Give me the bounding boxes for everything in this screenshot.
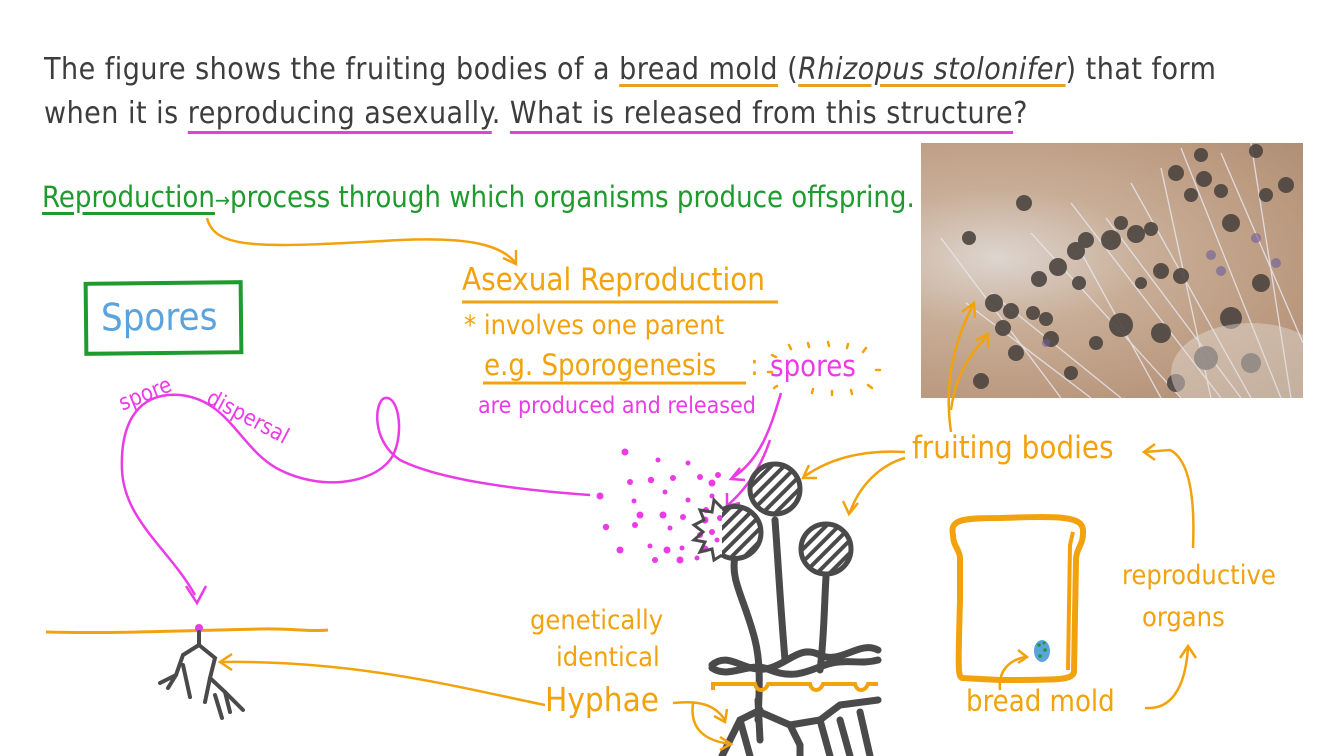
sporangia-photo-illustration <box>940 143 1303 398</box>
question-text: when it is <box>44 96 188 131</box>
reproductive-label: reproductive <box>1122 560 1276 591</box>
organs-label: organs <box>1142 602 1225 633</box>
produced-released-label: are produced and released <box>478 393 756 419</box>
question-mark: ? <box>1013 96 1028 131</box>
question-ask: What is released from this structure <box>509 96 1014 131</box>
punct: . <box>491 96 510 131</box>
colon: : <box>750 348 759 382</box>
definition-text: process through which organisms produce … <box>230 180 915 214</box>
identical-label: identical <box>556 642 660 673</box>
paren: ( <box>778 52 799 87</box>
sporogenesis-example: e.g. Sporogenesis <box>484 348 717 382</box>
hyphae-label: Hyphae <box>545 680 660 719</box>
question-text: The figure shows the fruiting bodies of … <box>44 52 620 87</box>
bread-slice-icon <box>949 514 1087 691</box>
asexual-title: Asexual Reproduction <box>462 262 765 298</box>
definition-term: Reproduction <box>42 180 215 214</box>
keyword-species: Rhizopus stolonifer <box>798 52 1066 87</box>
bread-mold-label: bread mold <box>966 684 1115 718</box>
fruiting-bodies-label: fruiting bodies <box>912 430 1114 466</box>
arrow-icon: → <box>214 188 230 212</box>
released-spores <box>596 448 723 564</box>
ground-line <box>45 627 329 635</box>
spores-label: spores <box>770 349 856 383</box>
new-hyphae <box>158 630 245 720</box>
sporangium <box>798 521 854 577</box>
answer-box: Spores <box>83 280 244 356</box>
asexual-point: * involves one parent <box>464 310 725 341</box>
arrow-reproduction-to-asexual <box>205 217 516 263</box>
mold-spot <box>1034 640 1050 662</box>
definition: Reproduction→process through which organ… <box>42 180 915 214</box>
genetically-label: genetically <box>530 605 664 636</box>
landed-spore <box>195 624 203 632</box>
sporangium <box>747 461 803 517</box>
question-line-2: when it is reproducing asexually. What i… <box>44 96 1028 131</box>
fruiting-bodies-photo <box>921 143 1303 398</box>
question-line-1: The figure shows the fruiting bodies of … <box>44 52 1216 87</box>
keyword-reproducing-asexually: reproducing asexually <box>187 96 492 131</box>
keyword-bread-mold: bread mold <box>619 52 779 87</box>
question-text: ) that form <box>1065 52 1217 87</box>
answer-spores: Spores <box>100 294 218 340</box>
bursting-sporangium <box>720 504 764 561</box>
spore-dispersal-path <box>120 393 591 596</box>
